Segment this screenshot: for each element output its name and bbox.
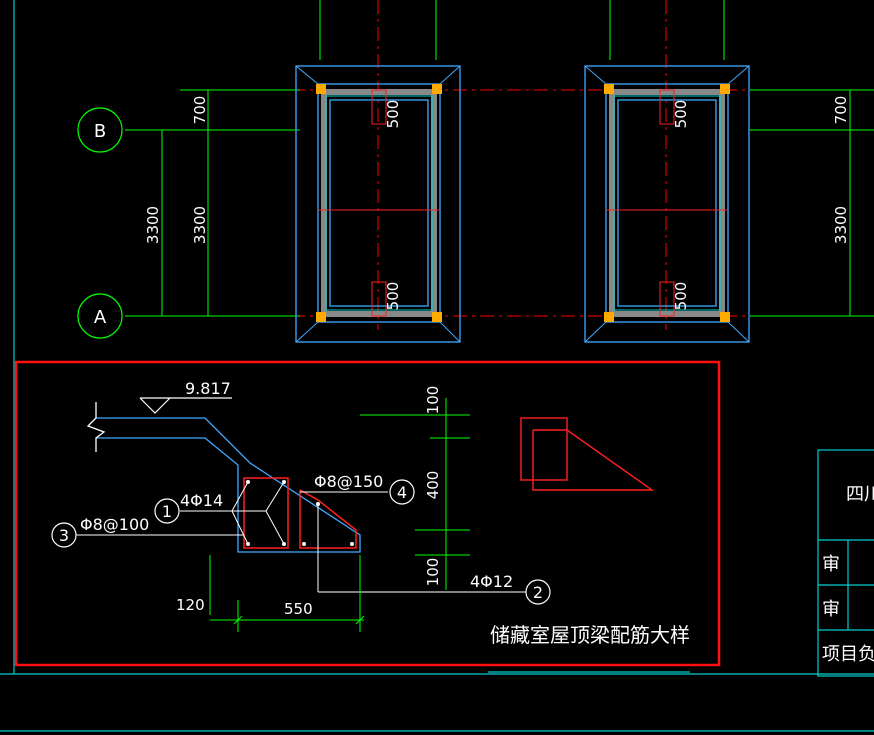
callout-4-number: 4 xyxy=(397,483,407,502)
opening-frame-2: 500 500 xyxy=(584,65,750,343)
beam-detail: 9.817 xyxy=(14,360,721,667)
detail-title: 储藏室屋顶梁配筋大样 xyxy=(490,623,690,647)
title-block-project: 四川 xyxy=(846,484,874,505)
detail-dim-horizontal xyxy=(209,555,365,632)
title-block-review-1: 审 xyxy=(822,554,840,575)
elevation-text: 9.817 xyxy=(185,379,231,398)
section-sketch xyxy=(520,417,655,491)
dim-3300-inner: 3300 xyxy=(191,206,209,244)
rebar-cage xyxy=(243,477,357,549)
stirrups-outer-label: Φ8@150 xyxy=(314,472,383,491)
extension-lines xyxy=(125,0,874,317)
stirrups-inner-label: Φ8@100 xyxy=(80,515,149,534)
dim-400: 400 xyxy=(424,471,442,500)
dim-100-top: 100 xyxy=(424,386,442,415)
callout-3-number: 3 xyxy=(59,526,69,545)
title-block: 四川 审 审 项目负责 xyxy=(817,449,874,677)
callout-4: 4 Φ8@150 xyxy=(314,472,415,505)
title-block-project-lead: 项目负责 xyxy=(822,644,874,665)
axis-label-b: B xyxy=(94,121,106,142)
beam-outline xyxy=(86,402,361,553)
highlight-box xyxy=(14,360,721,667)
axis-lines xyxy=(210,0,874,330)
callout-1-number: 1 xyxy=(162,502,172,521)
bars-bottom-label: 4Φ12 xyxy=(470,572,513,591)
bars-top-label: 4Φ14 xyxy=(180,491,223,510)
leader-lines xyxy=(76,481,526,593)
dim-100-bottom: 100 xyxy=(424,558,442,587)
callout-3: 3 Φ8@100 xyxy=(51,515,149,548)
dim-700-right: 700 xyxy=(832,96,850,125)
dim-500-top-1: 500 xyxy=(384,100,402,129)
dimension-lines-left xyxy=(158,89,212,317)
elevation-marker: 9.817 xyxy=(139,379,232,414)
axis-bubble-b: B xyxy=(77,107,123,153)
callout-1: 1 4Φ14 xyxy=(154,491,223,524)
dim-3300-right: 3300 xyxy=(832,206,850,244)
detail-dim-vertical xyxy=(360,398,470,590)
opening-frame-1: 500 500 xyxy=(295,65,461,343)
title-block-review-2: 审 xyxy=(822,599,840,620)
dim-500-bottom-2: 500 xyxy=(672,282,690,311)
dimension-lines-right xyxy=(846,89,854,317)
axis-bubble-a: A xyxy=(77,293,123,339)
dim-3300-outer: 3300 xyxy=(144,206,162,244)
dim-120: 120 xyxy=(176,596,205,614)
dim-550: 550 xyxy=(284,600,313,618)
callout-2-number: 2 xyxy=(533,583,543,602)
axis-label-a: A xyxy=(94,307,107,328)
dim-700-left: 700 xyxy=(191,96,209,125)
plan-view: B A 700 3300 3300 700 3300 xyxy=(77,0,874,343)
dim-500-bottom-1: 500 xyxy=(384,282,402,311)
dim-500-top-2: 500 xyxy=(672,100,690,129)
callout-2: 2 4Φ12 xyxy=(470,572,551,605)
